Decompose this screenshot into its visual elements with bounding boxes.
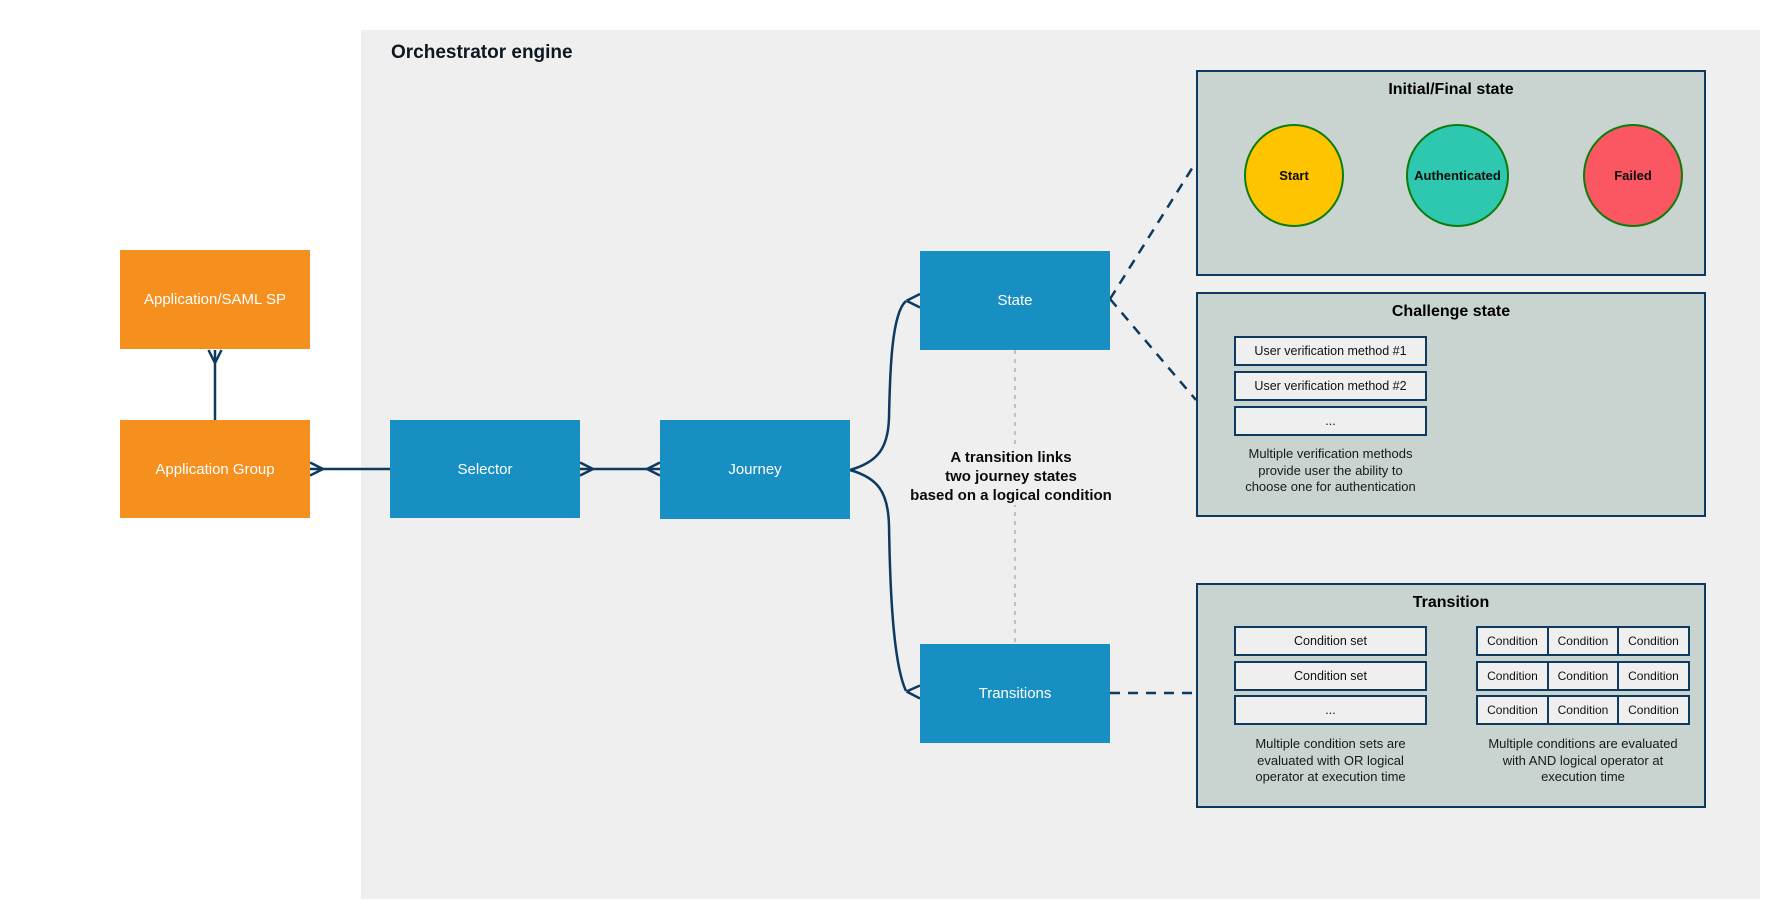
state-circle-authenticated: Authenticated [1406, 124, 1509, 227]
transition-annotation-line: A transition links [950, 449, 1072, 466]
challenge-note: Multiple verification methods provide us… [1214, 446, 1447, 496]
crowsfoot-appsaml-icon [207, 349, 223, 364]
state-circle-authenticated-label: Authenticated [1414, 168, 1501, 183]
condition-cell: Condition [1476, 661, 1549, 691]
node-application-saml-sp-label: Application/SAML SP [143, 291, 287, 308]
panel-transition-title: Transition [1412, 594, 1490, 611]
challenge-note-line: provide user the ability to [1258, 462, 1403, 478]
node-transitions: Transitions [920, 644, 1110, 743]
panel-challenge-state: Challenge state User verification method… [1196, 292, 1706, 517]
condition-set-box: Condition set [1234, 626, 1427, 656]
state-circle-failed: Failed [1583, 124, 1683, 227]
panel-initial-final-state: Initial/Final state Start Authenticated … [1196, 70, 1706, 276]
or-note-line: Multiple condition sets are [1255, 736, 1406, 751]
node-journey: Journey [660, 420, 850, 519]
transition-annotation-line: two journey states [945, 468, 1077, 485]
condition-cell: Condition [1546, 695, 1620, 725]
state-circle-failed-label: Failed [1614, 168, 1652, 183]
condition-cell: Condition [1617, 695, 1690, 725]
challenge-note-line: choose one for authentication [1245, 479, 1416, 494]
condition-row: Condition Condition Condition [1476, 661, 1690, 691]
node-selector-label: Selector [457, 460, 513, 478]
state-circle-start: Start [1244, 124, 1344, 227]
and-note-line: Multiple conditions are evaluated [1488, 736, 1678, 751]
transition-annotation: A transition links two journey states ba… [891, 448, 1131, 505]
node-application-group: Application Group [120, 420, 310, 518]
panel-transition: Transition Condition set Condition set .… [1196, 583, 1706, 808]
condition-cell: Condition [1617, 661, 1690, 691]
condition-set-box-more: ... [1234, 695, 1427, 725]
node-state-label: State [997, 292, 1033, 309]
condition-cell: Condition [1546, 661, 1620, 691]
node-journey-label: Journey [728, 461, 782, 478]
panel-challenge-title: Challenge state [1391, 303, 1511, 320]
condition-cell: Condition [1476, 695, 1549, 725]
node-selector: Selector [390, 420, 580, 518]
verification-method-box: User verification method #1 [1234, 336, 1427, 366]
state-circle-start-label: Start [1279, 168, 1309, 183]
node-state: State [920, 251, 1110, 350]
condition-row: Condition Condition Condition [1476, 626, 1690, 656]
verification-method-box-more: ... [1234, 406, 1427, 436]
condition-cell: Condition [1617, 626, 1690, 656]
condition-set-box: Condition set [1234, 661, 1427, 691]
orchestrator-engine-title: Orchestrator engine [391, 42, 573, 63]
condition-row: Condition Condition Condition [1476, 695, 1690, 725]
condition-cell: Condition [1546, 626, 1620, 656]
or-note-line: evaluated with OR logical [1257, 752, 1404, 768]
challenge-note-line: Multiple verification methods [1248, 446, 1413, 461]
node-application-group-label: Application Group [155, 460, 275, 478]
and-note-line: execution time [1541, 769, 1625, 784]
transition-annotation-line: based on a logical condition [910, 487, 1112, 504]
node-application-saml-sp: Application/SAML SP [120, 250, 310, 349]
condition-cell: Condition [1476, 626, 1549, 656]
crowsfoot-appgroup-icon [309, 461, 324, 477]
or-note-line: operator at execution time [1255, 769, 1406, 784]
panel-initial-final-title: Initial/Final state [1388, 81, 1514, 98]
or-note: Multiple condition sets are evaluated wi… [1214, 736, 1447, 786]
and-note-line: with AND logical operator at [1502, 752, 1664, 768]
verification-method-box: User verification method #2 [1234, 371, 1427, 401]
node-transitions-label: Transitions [978, 685, 1052, 702]
and-note: Multiple conditions are evaluated with A… [1464, 736, 1702, 786]
